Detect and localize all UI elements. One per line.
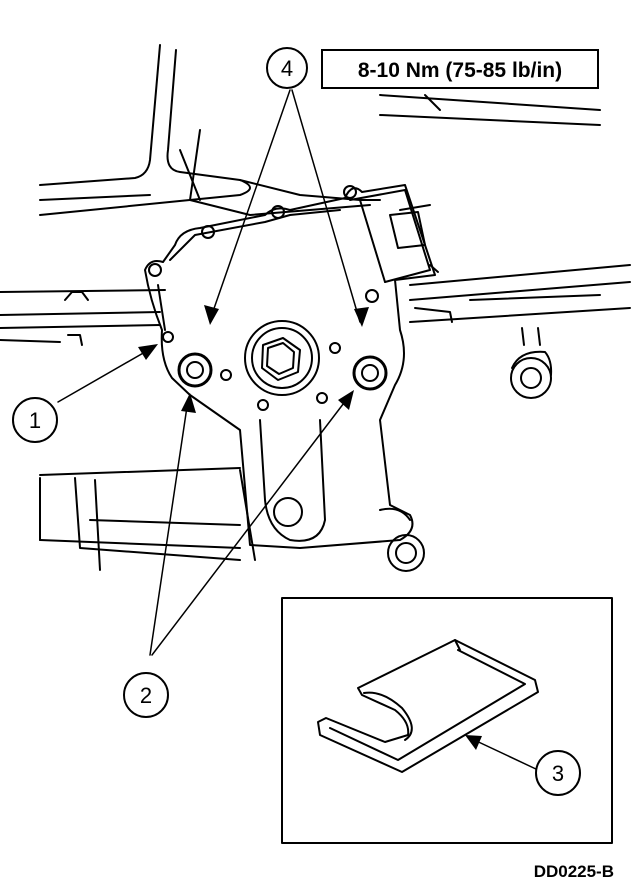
leader-lines — [57, 89, 539, 771]
svg-text:2: 2 — [140, 683, 152, 708]
central-shaft — [244, 320, 320, 396]
lower-mount-hole — [273, 497, 303, 527]
arrowheads — [138, 305, 482, 750]
torque-spec-box: 8-10 Nm (75-85 lb/in) — [321, 49, 599, 89]
mounting-bolt-left — [177, 352, 213, 388]
mount-bushing — [387, 534, 425, 572]
torque-spec: 8-10 Nm (75-85 lb/in) — [358, 59, 562, 82]
callout-4: 4 — [266, 47, 308, 89]
callout-3: 3 — [535, 750, 581, 796]
inset-box — [281, 597, 613, 844]
callout-1: 1 — [12, 397, 58, 443]
bracket-post — [510, 327, 553, 399]
switch-housing — [144, 184, 439, 549]
callout-2: 2 — [123, 672, 169, 718]
figure-code: DD0225-B — [534, 862, 614, 881]
svg-text:4: 4 — [281, 56, 293, 81]
mounting-bolt-right — [352, 355, 388, 391]
alignment-tool — [317, 639, 539, 773]
background-structure — [0, 44, 631, 571]
svg-text:3: 3 — [552, 761, 564, 786]
svg-text:1: 1 — [29, 408, 41, 433]
